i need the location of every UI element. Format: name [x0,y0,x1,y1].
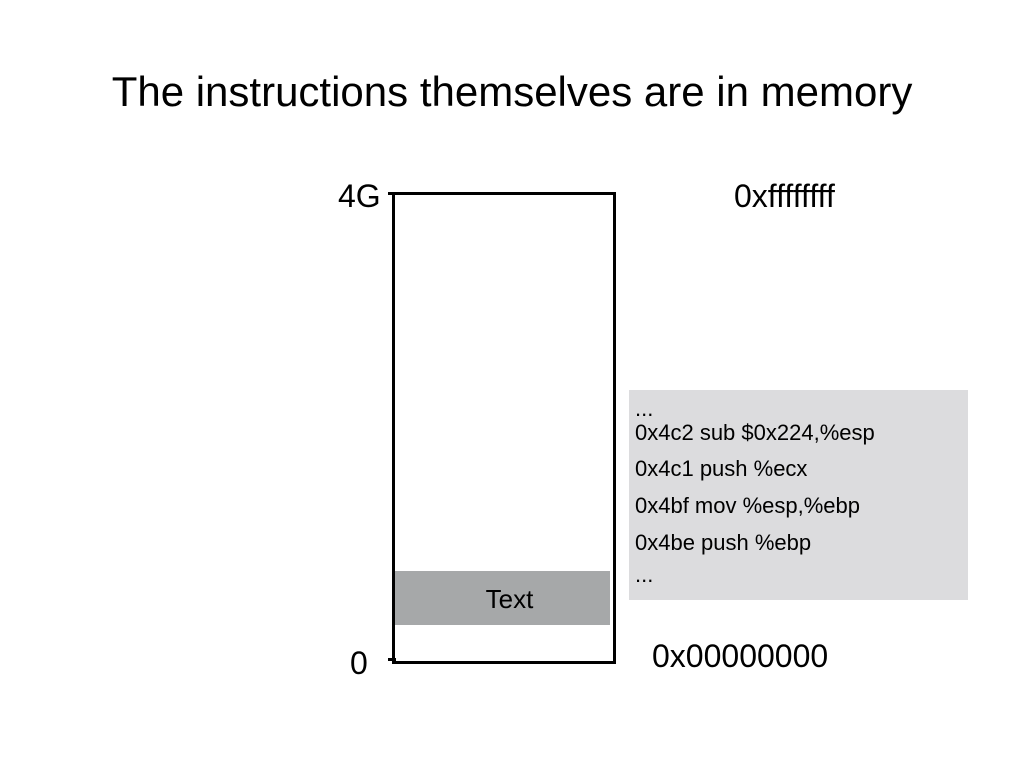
bottom-address-label: 0x00000000 [652,638,829,674]
text-segment: Text [395,571,610,625]
instruction-line: ... [635,562,654,587]
top-address-label: 0xffffffff [734,178,835,214]
instruction-line: 0x4bf mov %esp,%ebp [635,493,861,518]
top-size-label: 4G [338,178,381,214]
text-segment-label: Text [485,584,534,614]
slide-title: The instructions themselves are in memor… [111,68,913,115]
instruction-listing-panel: ... 0x4c2 sub $0x224,%esp 0x4c1 push %ec… [629,390,968,600]
instruction-line: 0x4be push %ebp [635,530,812,555]
bottom-size-label: 0 [350,645,368,681]
instruction-line: 0x4c1 push %ecx [635,456,808,481]
instruction-line: ... [635,396,654,421]
address-space-box [392,192,616,664]
instruction-line: 0x4c2 sub $0x224,%esp [635,420,875,445]
